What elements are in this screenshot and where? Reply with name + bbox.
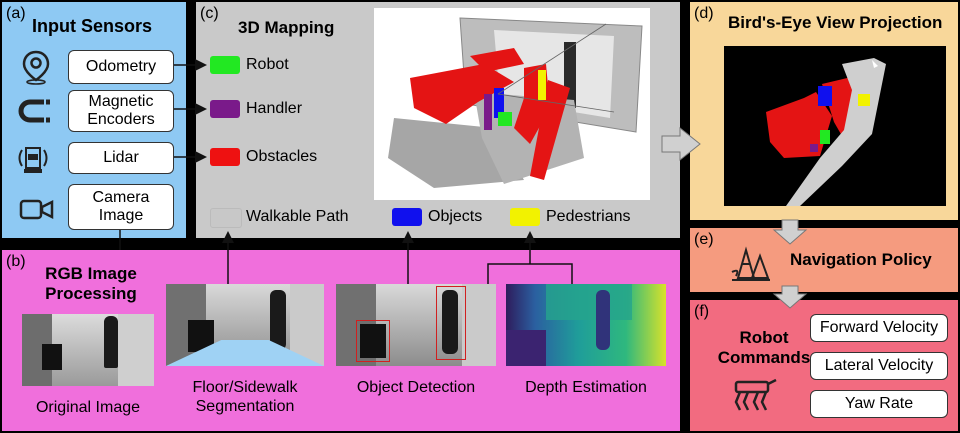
command-forward-velocity: Forward Velocity xyxy=(810,314,948,342)
panel-f-title: Robot Commands xyxy=(717,328,811,367)
legend-swatch-obstacles xyxy=(210,148,240,166)
sensor-magnetic-encoders-label: Magnetic Encoders xyxy=(87,93,155,128)
sensor-camera-image-label: Camera Image xyxy=(92,189,150,224)
legend-label-robot: Robot xyxy=(246,56,289,73)
legend-label-pedestrians: Pedestrians xyxy=(546,208,631,225)
sensor-odometry: Odometry xyxy=(68,50,174,84)
panel-3d-mapping: (c) 3D Mapping Robot Handler Obstacles W… xyxy=(196,2,680,238)
voxel-map-image xyxy=(374,8,650,200)
panel-f-tag: (f) xyxy=(694,303,710,320)
panel-navigation-policy: (e) Navigation Policy xyxy=(690,228,958,292)
panel-robot-commands: (f) Robot Commands Forward Velocity Late… xyxy=(690,300,958,431)
magnet-icon xyxy=(18,99,50,123)
caption-depth-estimation: Depth Estimation xyxy=(525,379,647,396)
legend-label-handler: Handler xyxy=(246,100,303,117)
panel-d-tag: (d) xyxy=(694,5,714,22)
sensor-magnetic-encoders: Magnetic Encoders xyxy=(68,90,174,132)
video-camera-icon xyxy=(19,199,54,220)
command-lateral-velocity-label: Lateral Velocity xyxy=(824,357,934,374)
depth-image xyxy=(506,284,666,366)
panel-b-title: RGB Image Processing xyxy=(45,264,137,303)
sensor-lidar: Lidar xyxy=(68,142,174,174)
legend-swatch-handler xyxy=(210,100,240,118)
detection-box-person xyxy=(436,286,466,360)
panel-c-title: 3D Mapping xyxy=(238,18,335,37)
lidar-icon xyxy=(18,147,48,173)
legend-label-walkable-path: Walkable Path xyxy=(246,208,349,225)
detection-image xyxy=(336,284,496,366)
legend-label-objects: Objects xyxy=(428,208,483,225)
caption-original-image: Original Image xyxy=(35,399,141,416)
original-image xyxy=(22,314,154,386)
command-forward-velocity-label: Forward Velocity xyxy=(819,319,939,336)
sensor-odometry-label: Odometry xyxy=(85,58,157,75)
location-pin-icon xyxy=(22,50,50,85)
traffic-cones-icon xyxy=(731,246,770,281)
legend-swatch-walkable-path xyxy=(210,208,242,228)
panel-input-sensors: (a) Input Sensors Odometry Magnetic Enco… xyxy=(2,2,186,238)
robot-dog-icon xyxy=(734,378,777,411)
legend-swatch-pedestrians xyxy=(510,208,540,226)
panel-birds-eye-view: (d) Bird's-Eye View Projection xyxy=(690,2,958,220)
panel-d-title: Bird's-Eye View Projection xyxy=(728,13,943,32)
panel-a-tag: (a) xyxy=(6,5,26,22)
command-lateral-velocity: Lateral Velocity xyxy=(810,352,948,380)
command-yaw-rate-label: Yaw Rate xyxy=(844,395,914,412)
segmentation-image xyxy=(166,284,324,366)
bev-map-image xyxy=(724,46,946,206)
legend-swatch-robot xyxy=(210,56,240,74)
caption-object-detection: Object Detection xyxy=(356,379,476,396)
sensor-lidar-label: Lidar xyxy=(103,149,139,166)
sensor-camera-image: Camera Image xyxy=(68,184,174,230)
panel-e-title: Navigation Policy xyxy=(790,250,932,269)
detection-box-object xyxy=(356,320,390,362)
caption-segmentation: Floor/Sidewalk Segmentation xyxy=(192,379,298,415)
panel-e-tag: (e) xyxy=(694,231,714,248)
legend-label-obstacles: Obstacles xyxy=(246,148,318,165)
legend-swatch-objects xyxy=(392,208,422,226)
panel-c-tag: (c) xyxy=(200,5,219,22)
panel-rgb-processing: (b) RGB Image Processing Original Image … xyxy=(2,250,680,431)
panel-b-tag: (b) xyxy=(6,253,26,270)
command-yaw-rate: Yaw Rate xyxy=(810,390,948,418)
panel-a-title: Input Sensors xyxy=(32,16,153,36)
